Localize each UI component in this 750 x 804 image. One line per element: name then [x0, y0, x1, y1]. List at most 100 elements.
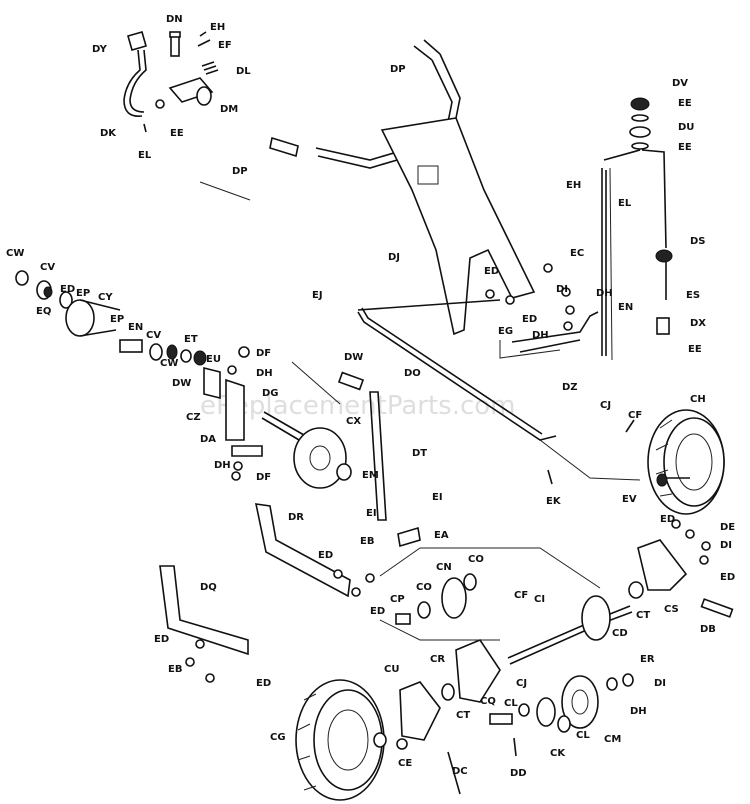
- bracket-cs: [637, 539, 688, 591]
- label-dv: DV: [672, 78, 688, 89]
- label-cu: CU: [384, 664, 399, 675]
- label-dc: DC: [452, 766, 468, 777]
- label-ek: EK: [546, 496, 562, 507]
- label-cw-2: CW: [160, 358, 178, 369]
- label-co-2: CO: [416, 582, 432, 593]
- label-dt: DT: [412, 448, 427, 459]
- frame-plates: [159, 503, 351, 656]
- label-dh-mid: DH: [596, 288, 613, 299]
- left-axle-assembly: [15, 270, 263, 457]
- label-ed-c2: ED: [370, 606, 385, 617]
- label-eq: EQ: [36, 306, 51, 317]
- label-dh-l1: DH: [256, 368, 273, 379]
- handle-assembly: [269, 39, 536, 336]
- label-cv-1: CV: [40, 262, 55, 273]
- label-ee-r1: EE: [678, 98, 692, 109]
- label-ei-2: EI: [366, 508, 377, 519]
- label-dw-c: DW: [344, 352, 363, 363]
- label-dx: DX: [690, 318, 706, 329]
- shaft-dt: [369, 391, 387, 521]
- right-wheel: [647, 409, 725, 515]
- label-ep-1: EP: [76, 288, 90, 299]
- label-ee-r3: EE: [688, 344, 702, 355]
- shift-rod-assembly: [357, 299, 557, 441]
- label-cm: CM: [604, 734, 621, 745]
- label-el-r: EL: [618, 198, 632, 209]
- center-pulley-assembly: [261, 371, 421, 548]
- label-ed-r2: ED: [720, 572, 735, 583]
- label-cw-1: CW: [6, 248, 24, 259]
- part-labels: DY DN EH EF DL DM DK EL EE DP DP DV EE D…: [6, 14, 735, 779]
- label-di-r: DI: [720, 540, 732, 551]
- label-co-1: CO: [468, 554, 484, 565]
- label-dg: DG: [262, 388, 279, 399]
- label-cl-1: CL: [504, 698, 518, 709]
- label-ed-l: ED: [60, 284, 75, 295]
- pin-dn: [170, 35, 180, 57]
- label-cz: CZ: [186, 412, 201, 423]
- label-ct-b: CT: [456, 710, 470, 721]
- label-dq: DQ: [200, 582, 217, 593]
- label-cg: CG: [270, 732, 286, 743]
- label-en-r: EN: [618, 302, 633, 313]
- label-ed-mid2: ED: [522, 314, 537, 325]
- label-dh-l2: DH: [214, 460, 231, 471]
- bracket-cr: [455, 639, 501, 703]
- label-dl: DL: [236, 66, 251, 77]
- label-di-b: DI: [654, 678, 666, 689]
- pulley-cx: [293, 427, 347, 489]
- gear-cm: [561, 675, 599, 729]
- control-rod-assembly: [511, 97, 673, 356]
- label-ed-r1: ED: [660, 514, 675, 525]
- label-eb: EB: [360, 536, 374, 547]
- label-db: DB: [700, 624, 716, 635]
- label-df-1: DF: [256, 348, 271, 359]
- label-ef: EF: [218, 40, 232, 51]
- label-dn: DN: [166, 14, 183, 25]
- label-cx: CX: [346, 416, 361, 427]
- knob-dy: [127, 31, 147, 51]
- label-cp: CP: [390, 594, 405, 605]
- label-ed-mid: ED: [484, 266, 499, 277]
- label-ed-b2: ED: [256, 678, 271, 689]
- label-es: ES: [686, 290, 700, 301]
- label-dp-grip: DP: [232, 166, 248, 177]
- label-ej: EJ: [312, 290, 323, 301]
- label-ev: EV: [622, 494, 637, 505]
- label-cf-b: CF: [514, 590, 528, 601]
- label-ee: EE: [170, 128, 184, 139]
- label-cj-b: CJ: [516, 678, 527, 689]
- label-dk: DK: [100, 128, 117, 139]
- label-dp-handle: DP: [390, 64, 406, 75]
- label-dy: DY: [92, 44, 108, 55]
- small-hardware: [185, 263, 711, 750]
- label-em: EM: [362, 470, 379, 481]
- bottom-drive-assembly: [395, 539, 734, 795]
- label-du: DU: [678, 122, 694, 133]
- label-ec: EC: [570, 248, 584, 259]
- bracket-cz: [225, 378, 245, 441]
- plate-dr: [254, 503, 351, 598]
- label-cd: CD: [612, 628, 628, 639]
- label-dd: DD: [510, 768, 527, 779]
- label-ep-2: EP: [110, 314, 124, 325]
- label-dr: DR: [288, 512, 304, 523]
- label-er: ER: [640, 654, 655, 665]
- gear-cd: [581, 595, 611, 641]
- label-dh-b: DH: [630, 706, 647, 717]
- label-ci-b: CI: [534, 594, 545, 605]
- label-df-2: DF: [256, 472, 271, 483]
- label-ck: CK: [550, 748, 566, 759]
- grip-dp: [269, 136, 299, 158]
- label-ch: CH: [690, 394, 706, 405]
- label-cl-2: CL: [576, 730, 590, 741]
- gear-cn: [441, 577, 467, 619]
- label-eu: EU: [206, 354, 221, 365]
- label-do: DO: [404, 368, 421, 379]
- label-cs: CS: [664, 604, 679, 615]
- label-eb-b: EB: [168, 664, 182, 675]
- label-ct-r: CT: [636, 610, 650, 621]
- label-de: DE: [720, 522, 735, 533]
- label-ds: DS: [690, 236, 706, 247]
